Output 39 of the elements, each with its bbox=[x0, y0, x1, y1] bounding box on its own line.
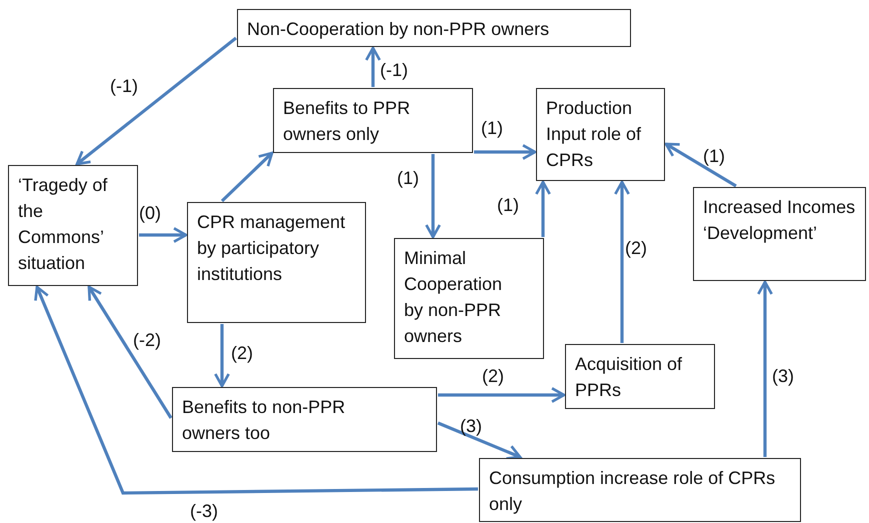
edge-label: (3) bbox=[772, 366, 794, 387]
edge-label: (1) bbox=[497, 195, 519, 216]
edge-label: (-2) bbox=[133, 330, 161, 351]
arrow bbox=[220, 152, 274, 202]
edge-label: (3) bbox=[460, 416, 482, 437]
edge-label: (0) bbox=[139, 203, 161, 224]
process-box: CPR management by participatory institutions bbox=[187, 202, 366, 323]
arrow bbox=[664, 142, 737, 188]
edge-label: (2) bbox=[625, 238, 647, 259]
edge-label: (-1) bbox=[110, 76, 138, 97]
arrow bbox=[214, 324, 230, 388]
edge-label: (1) bbox=[481, 118, 503, 139]
arrow bbox=[437, 422, 522, 460]
arrow bbox=[76, 36, 237, 166]
arrow bbox=[34, 286, 478, 495]
process-box: Increased Incomes ‘Development’ bbox=[693, 187, 866, 281]
process-box: Production Input role of CPRs bbox=[536, 88, 665, 181]
edge-label: (1) bbox=[397, 168, 419, 189]
process-box: Minimal Cooperation by non-PPR owners bbox=[394, 238, 544, 359]
arrow bbox=[614, 180, 630, 343]
arrow bbox=[139, 227, 188, 243]
process-box: Consumption increase role of CPRs only bbox=[479, 458, 801, 522]
arrow bbox=[365, 46, 381, 87]
process-box: Non-Cooperation by non-PPR owners bbox=[237, 9, 631, 47]
process-box: Acquisition of PPRs bbox=[565, 344, 715, 409]
arrow bbox=[425, 154, 441, 238]
process-box: Benefits to non-PPR owners too bbox=[172, 387, 437, 452]
edge-label: (-3) bbox=[190, 501, 218, 522]
process-box: ‘Tragedy of the Commons’ situation bbox=[8, 165, 138, 286]
arrow bbox=[88, 286, 172, 419]
edge-label: (-1) bbox=[380, 60, 408, 81]
arrow bbox=[535, 180, 551, 237]
arrow bbox=[474, 144, 536, 160]
edge-label: (1) bbox=[703, 146, 725, 167]
arrow bbox=[438, 387, 566, 403]
process-box: Benefits to PPR owners only bbox=[273, 88, 473, 153]
edge-label: (2) bbox=[231, 343, 253, 364]
arrow bbox=[757, 280, 773, 457]
edge-label: (2) bbox=[482, 366, 504, 387]
